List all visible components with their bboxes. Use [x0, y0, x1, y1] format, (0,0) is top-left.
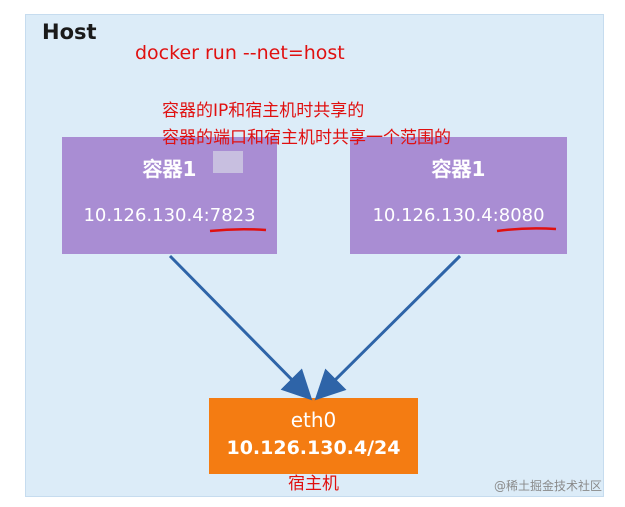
docker-command-annotation: docker run --net=host	[135, 42, 345, 64]
watermark: @稀土掘金技术社区	[494, 479, 603, 493]
arrow-right-to-eth0	[314, 254, 462, 401]
host-machine-caption: 宿主机	[288, 474, 339, 494]
port-underline-left	[209, 227, 267, 233]
eth0-name: eth0	[290, 408, 337, 432]
eth0-interface-box: eth0 10.126.130.4/24	[209, 398, 418, 474]
host-label: Host	[42, 20, 97, 44]
container-box-right: 容器1 10.126.130.4:8080	[350, 137, 567, 254]
eth0-ip: 10.126.130.4/24	[226, 437, 401, 459]
cursor-highlight	[213, 151, 243, 173]
port-underline-right	[496, 227, 557, 233]
port-range-note: 容器的端口和宿主机时共享一个范围的	[162, 128, 451, 148]
container-ip: 10.126.130.4:7823	[83, 205, 256, 226]
arrow-left-to-eth0	[168, 254, 313, 401]
container-title: 容器1	[142, 157, 197, 181]
container-title: 容器1	[431, 157, 486, 181]
ip-shared-note: 容器的IP和宿主机时共享的	[162, 101, 365, 121]
container-box-left: 容器1 10.126.130.4:7823	[62, 137, 277, 254]
container-ip: 10.126.130.4:8080	[372, 205, 545, 226]
